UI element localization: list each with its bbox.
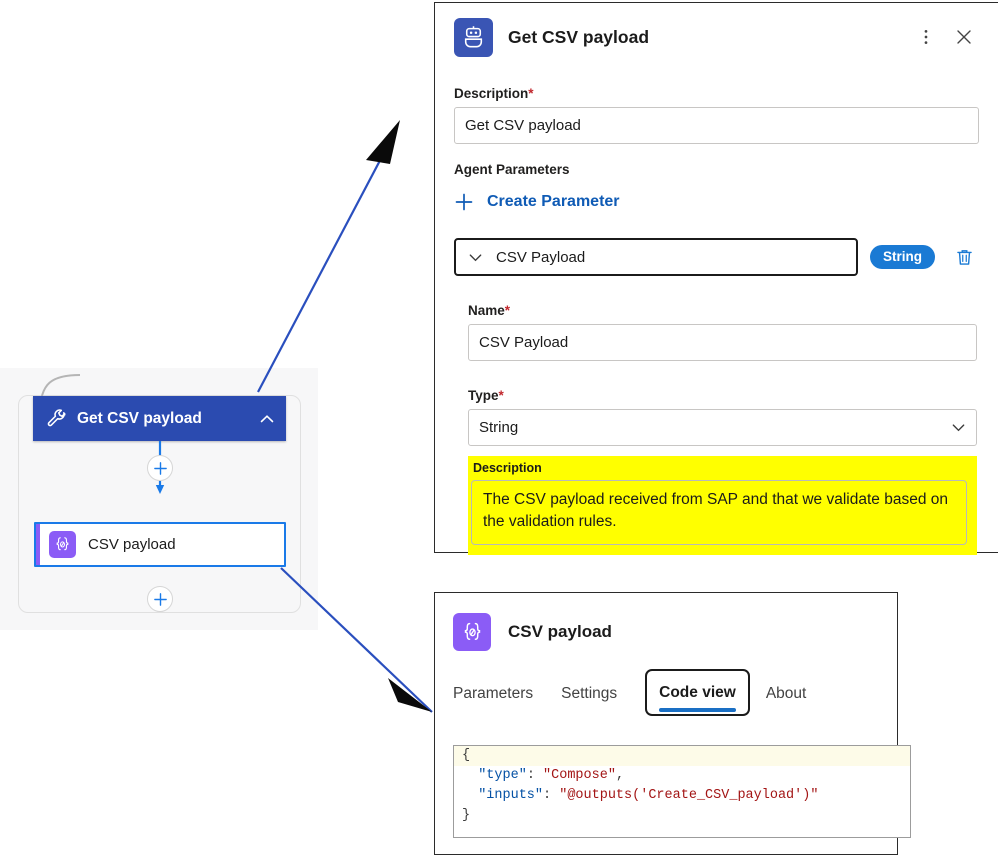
tab-settings[interactable]: Settings bbox=[561, 685, 618, 702]
wrench-icon bbox=[47, 408, 66, 426]
compose-action-panel: CSV payload Parameters Settings Code vie… bbox=[434, 592, 911, 855]
close-icon[interactable] bbox=[949, 22, 979, 52]
code-line-3: "inputs": "@outputs('Create_CSV_payload'… bbox=[478, 788, 819, 803]
code-key-type: "type" bbox=[478, 768, 527, 783]
description-input[interactable]: Get CSV payload bbox=[454, 107, 979, 144]
type-label-text: Type bbox=[468, 388, 499, 403]
parameter-type-badge: String bbox=[870, 245, 935, 269]
panel-title: Get CSV payload bbox=[508, 26, 650, 47]
compose-braces-icon bbox=[49, 531, 76, 558]
parameter-type-value: String bbox=[479, 419, 519, 436]
selected-tab-annotation: Code view bbox=[645, 669, 750, 716]
agent-action-panel: Get CSV payload Description* Get CSV pay… bbox=[434, 2, 998, 555]
code-value-type: "Compose" bbox=[543, 768, 616, 783]
chevron-down-icon bbox=[952, 424, 965, 432]
code-key-inputs: "inputs" bbox=[478, 788, 544, 803]
annotation-arrowhead-top bbox=[366, 120, 400, 164]
parameter-description-highlight: Description The CSV payload received fro… bbox=[468, 456, 977, 555]
plus-icon bbox=[455, 193, 473, 211]
delete-parameter-button[interactable] bbox=[951, 244, 977, 270]
code-line-4: } bbox=[454, 806, 910, 826]
required-asterisk: * bbox=[504, 303, 511, 318]
compose-panel-header: CSV payload bbox=[453, 593, 879, 651]
node-accent-bar bbox=[36, 524, 40, 565]
bot-icon bbox=[454, 17, 493, 57]
code-brace-open: { bbox=[462, 748, 471, 763]
description-label-text: Description bbox=[454, 86, 529, 101]
code-line-2: "type": "Compose", bbox=[478, 768, 625, 783]
required-asterisk: * bbox=[498, 388, 504, 403]
annotation-arrowhead-bottom bbox=[388, 678, 432, 712]
chevron-up-icon[interactable] bbox=[259, 411, 275, 427]
flow-canvas: Get CSV payload CS bbox=[0, 368, 318, 630]
parameter-description-input[interactable]: The CSV payload received from SAP and th… bbox=[471, 480, 967, 545]
description-field-label: Description* bbox=[454, 86, 979, 101]
tab-code-view[interactable]: Code view bbox=[659, 684, 736, 701]
compose-tab-bar: Parameters Settings Code view About bbox=[453, 669, 879, 716]
code-value-inputs: "@outputs('Create_CSV_payload')" bbox=[559, 788, 819, 803]
parameter-name-input[interactable]: CSV Payload bbox=[468, 324, 977, 361]
code-brace-close: } bbox=[462, 808, 471, 823]
more-vertical-icon[interactable] bbox=[911, 22, 941, 52]
flow-node-csv-payload[interactable]: CSV payload bbox=[34, 522, 286, 567]
compose-braces-icon bbox=[453, 613, 491, 651]
tab-selected-underline bbox=[659, 708, 736, 712]
code-view-editor[interactable]: { "type": "Compose", "inputs": "@outputs… bbox=[453, 745, 911, 838]
code-line-1: { bbox=[454, 746, 910, 766]
flow-node-label: CSV payload bbox=[88, 536, 176, 553]
tab-about[interactable]: About bbox=[765, 685, 807, 702]
create-parameter-label: Create Parameter bbox=[487, 193, 620, 210]
plus-icon bbox=[153, 461, 167, 475]
annotation-arrow-line-top bbox=[257, 129, 397, 393]
required-asterisk: * bbox=[528, 86, 534, 101]
compose-panel-title: CSV payload bbox=[508, 622, 612, 641]
parameter-name-display: CSV Payload bbox=[496, 248, 586, 266]
agent-parameters-label: Agent Parameters bbox=[454, 162, 570, 177]
flow-node-get-csv-payload[interactable]: Get CSV payload bbox=[33, 396, 286, 441]
plus-icon bbox=[153, 592, 167, 606]
parameter-description-label: Description bbox=[473, 461, 542, 475]
parameter-name-field-label: Name* bbox=[468, 303, 977, 318]
chevron-down-icon bbox=[469, 253, 482, 261]
parameter-collapse-toggle[interactable]: CSV Payload bbox=[454, 238, 858, 276]
parameter-type-select[interactable]: String bbox=[468, 409, 977, 446]
tab-parameters[interactable]: Parameters bbox=[453, 685, 534, 702]
parameter-header-row: CSV Payload String bbox=[454, 238, 979, 276]
create-parameter-button[interactable]: Create Parameter bbox=[454, 192, 620, 212]
parameter-type-field-label: Type* bbox=[468, 388, 977, 403]
name-label-text: Name bbox=[468, 303, 505, 318]
trash-icon bbox=[956, 249, 972, 265]
panel-header: Get CSV payload bbox=[454, 3, 979, 59]
flow-node-label: Get CSV payload bbox=[77, 409, 202, 427]
parameter-detail-body: Name* CSV Payload Type* String Descripti… bbox=[454, 303, 979, 555]
agent-group-container bbox=[18, 395, 301, 613]
add-step-button-2[interactable] bbox=[147, 586, 173, 612]
add-step-button-1[interactable] bbox=[147, 455, 173, 481]
